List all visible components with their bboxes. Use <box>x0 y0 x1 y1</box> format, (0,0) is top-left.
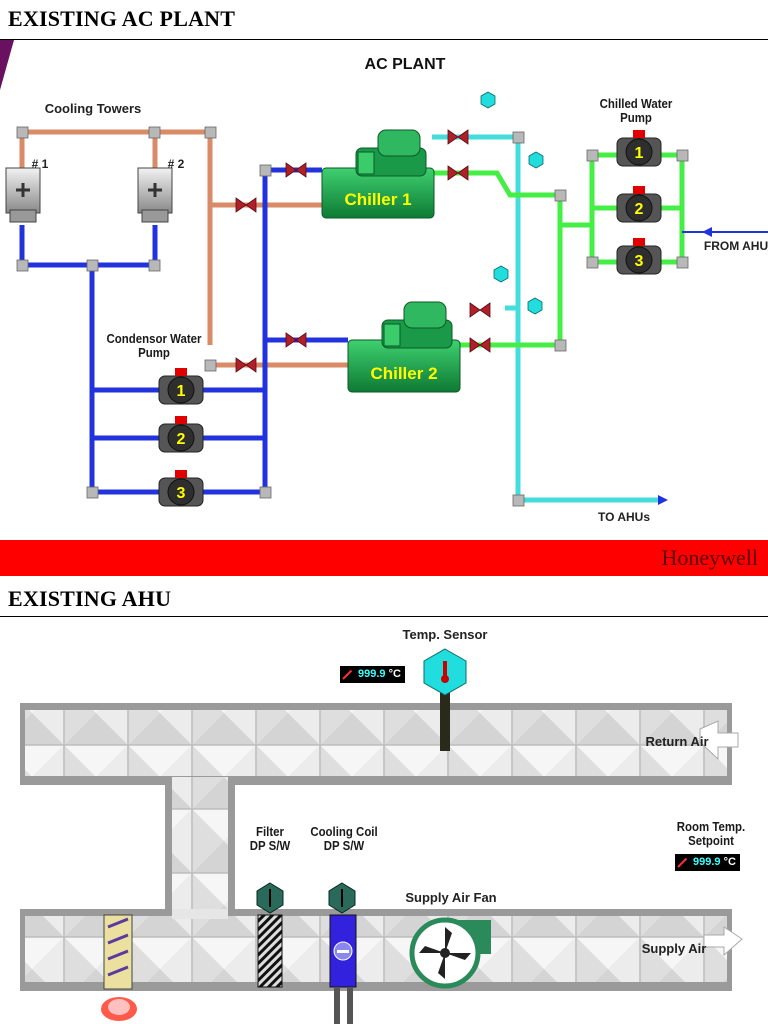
pump-number-label: 2 <box>177 431 186 448</box>
chiller-2-label: Chiller 2 <box>370 364 437 383</box>
pump-motor-status <box>633 238 645 246</box>
section-divider <box>0 616 768 617</box>
thermometer-icon <box>342 669 353 680</box>
temp-sensor-probe <box>440 683 450 751</box>
ahu-section-heading: EXISTING AHU <box>8 586 172 611</box>
mixing-damper[interactable] <box>103 914 133 990</box>
ac-plant-schematic: 123 123 AC PLANT Cooling Towers # 1 # 2 … <box>0 40 768 524</box>
from-ahu-arrow <box>702 227 712 237</box>
cooling-coil[interactable] <box>329 914 357 1024</box>
ahu-panel: Temp. Sensor Return Air Supply Air Fan S… <box>0 617 768 1024</box>
chiller-1[interactable] <box>321 129 435 219</box>
condenser-pump-label: Condensor Water Pump <box>106 331 202 360</box>
pump-motor-status <box>175 416 187 424</box>
mixing-duct <box>165 777 235 917</box>
filter-dp-switch-icon[interactable] <box>256 882 284 914</box>
pump-motor-status <box>175 368 187 376</box>
chilled-water-pump-2[interactable]: 2 <box>616 186 662 223</box>
supply-air-fan-icon[interactable] <box>409 917 491 989</box>
chilled-water-pump-1[interactable]: 1 <box>616 130 662 167</box>
condenser-water-pumps: 1 2 3 <box>158 368 204 507</box>
pump-number-label: 1 <box>177 383 186 400</box>
from-ahu-label: FROM AHU <box>704 239 768 253</box>
temp-sensor-label: Temp. Sensor <box>402 627 487 642</box>
chilled-return-pipes <box>432 134 660 503</box>
isolation-valves[interactable] <box>235 129 491 373</box>
chiller-2[interactable] <box>347 301 461 393</box>
return-air-duct <box>20 703 732 785</box>
supply-air-arrow <box>703 926 743 957</box>
coil-dp-label: Cooling Coil DP S/W <box>310 824 378 853</box>
corner-accent <box>0 40 14 90</box>
chilled-water-pumps: 1 2 3 <box>616 130 662 275</box>
pump-motor-status <box>633 186 645 194</box>
cooling-tower-1[interactable] <box>5 167 41 223</box>
filter-dp-label: Filter DP S/W <box>249 824 291 853</box>
pipe-elbows <box>16 126 689 507</box>
return-air-label: Return Air <box>645 734 708 749</box>
condenser-water-pump-3[interactable]: 3 <box>158 470 204 507</box>
honeywell-logo: Honeywell <box>661 545 758 570</box>
supply-air-label: Supply Air <box>642 941 707 956</box>
pump-motor-status <box>175 470 187 478</box>
chilled-pump-label: Chilled Water Pump <box>599 96 673 125</box>
temp-sensor-icon[interactable] <box>423 648 467 696</box>
to-ahus-arrow <box>658 495 668 505</box>
return-temp-unit: °C <box>388 668 401 680</box>
tower-2-label: # 2 <box>168 157 185 171</box>
ac-plant-title: AC PLANT <box>365 56 446 73</box>
supply-air-duct <box>20 909 732 991</box>
pump-number-label: 3 <box>177 485 186 502</box>
chilled-water-pump-3[interactable]: 3 <box>616 238 662 275</box>
pump-number-label: 2 <box>635 201 644 218</box>
pump-number-label: 3 <box>635 253 644 270</box>
filter-element <box>257 914 283 988</box>
damper-actuator-icon[interactable] <box>101 997 137 1021</box>
return-temp-value: 999.9 <box>358 668 386 680</box>
pump-number-label: 1 <box>635 145 644 162</box>
setpoint-value: 999.9 <box>693 856 721 868</box>
return-temp-readout: 999.9 °C <box>340 666 405 683</box>
thermometer-icon <box>677 857 688 868</box>
coil-dp-switch-icon[interactable] <box>328 882 356 914</box>
pump-motor-status <box>633 130 645 138</box>
brand-footer-bar: Honeywell <box>0 540 768 576</box>
condenser-water-pump-2[interactable]: 2 <box>158 416 204 453</box>
tower-1-label: # 1 <box>32 157 49 171</box>
setpoint-unit: °C <box>723 856 736 868</box>
to-ahus-label: TO AHUs <box>598 510 650 524</box>
cooling-tower-2[interactable] <box>137 167 173 223</box>
setpoint-readout[interactable]: 999.9 °C <box>675 854 740 871</box>
ac-plant-section-heading: EXISTING AC PLANT <box>8 6 236 31</box>
chiller-1-label: Chiller 1 <box>344 190 411 209</box>
ahu-schematic: Temp. Sensor Return Air Supply Air Fan S… <box>20 627 743 1024</box>
section-divider <box>0 39 768 40</box>
cooling-towers-label: Cooling Towers <box>45 101 142 116</box>
return-air-arrow <box>699 720 739 761</box>
chw-temp-sensors[interactable] <box>480 91 544 315</box>
condenser-water-pump-1[interactable]: 1 <box>158 368 204 405</box>
supply-air-fan-label: Supply Air Fan <box>405 890 496 905</box>
room-setpoint-label: Room Temp. Setpoint <box>676 819 746 848</box>
